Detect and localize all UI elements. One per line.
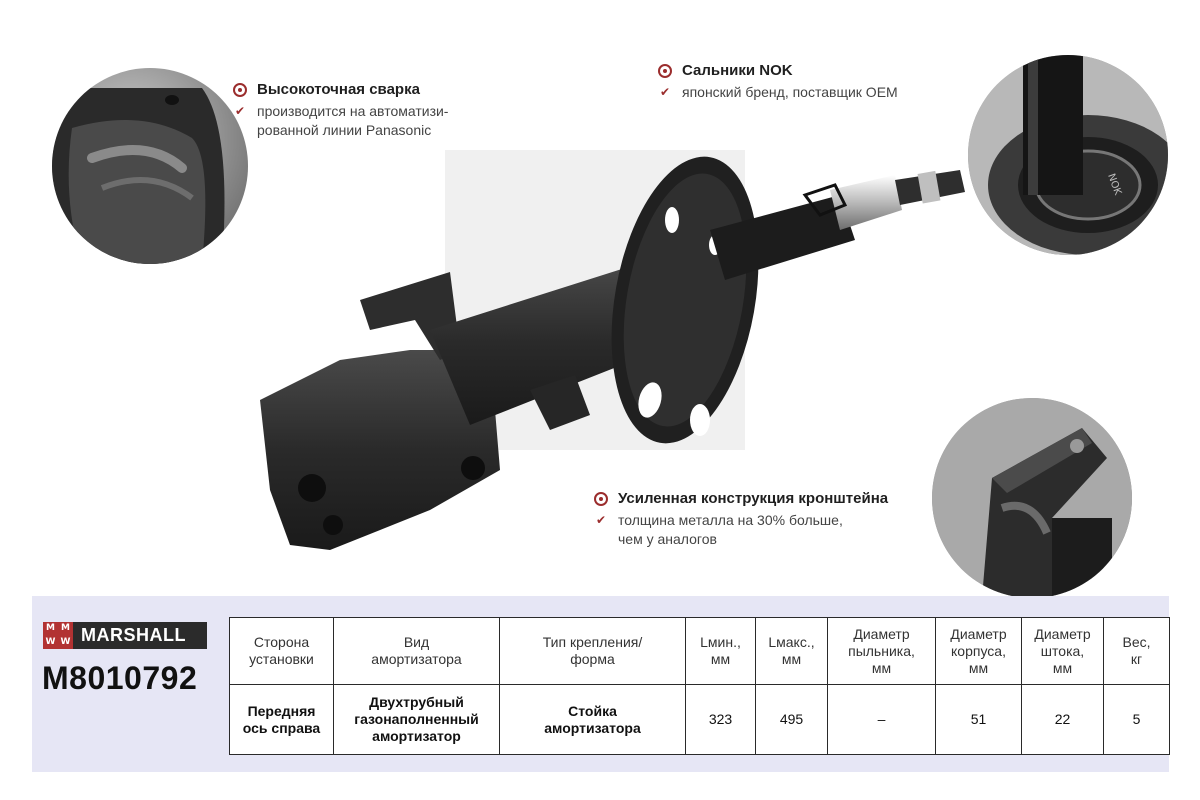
header-cell: Вес, кг <box>1103 616 1170 686</box>
feature-title-row: Усиленная конструкция кронштейна <box>594 489 888 509</box>
header-cell: Сторона установки <box>229 616 334 686</box>
feature-welding: Высокоточная сварка ✔ производится на ав… <box>233 80 448 140</box>
feature-desc-row: ✔ толщина металла на 30% больше, чем у а… <box>594 511 888 549</box>
check-icon: ✔ <box>659 85 671 99</box>
value-cell: 323 <box>685 684 756 755</box>
feature-title: Сальники NOK <box>682 62 793 79</box>
feature-seals: Сальники NOK ✔ японский бренд, поставщик… <box>658 61 898 102</box>
shock-absorber-image <box>260 150 965 550</box>
header-cell: Диаметр корпуса, мм <box>935 616 1022 686</box>
feature-description: производится на автоматизи- рованной лин… <box>257 103 449 138</box>
check-icon: ✔ <box>595 513 607 527</box>
logo-mark-letter: W <box>45 636 56 647</box>
feature-desc-row: ✔ японский бренд, поставщик OEM <box>658 83 898 102</box>
part-number: M8010792 <box>42 660 198 696</box>
bracket-detail-image <box>932 398 1132 598</box>
logo-mark-letter: M <box>46 623 55 634</box>
spec-panel: M M W W MARSHALL M8010792 Сторона устано… <box>32 596 1170 772</box>
value-cell: – <box>827 684 936 755</box>
seal-detail-image: NOK <box>968 55 1168 255</box>
logo-mark-letter: M <box>61 623 70 634</box>
feature-bracket: Усиленная конструкция кронштейна ✔ толщи… <box>594 489 888 549</box>
spec-value-row: Передняя ось справа Двухтрубный газонапо… <box>229 684 1170 755</box>
value-cell: 51 <box>935 684 1022 755</box>
welding-detail-image <box>52 68 248 264</box>
feature-title-row: Сальники NOK <box>658 61 898 81</box>
value-cell: Стойка амортизатора <box>499 684 686 755</box>
header-cell: Диаметр пыльника, мм <box>827 616 936 686</box>
target-icon <box>594 492 608 506</box>
value-cell: 22 <box>1021 684 1104 755</box>
feature-title: Усиленная конструкция кронштейна <box>618 490 889 507</box>
value-cell: 5 <box>1103 684 1170 755</box>
feature-title-row: Высокоточная сварка <box>233 80 448 100</box>
value-cell: Двухтрубный газонаполненный амортизатор <box>333 684 500 755</box>
value-cell: Передняя ось справа <box>229 684 334 755</box>
target-icon <box>658 64 672 78</box>
check-icon: ✔ <box>234 104 246 118</box>
header-cell: Lмакс., мм <box>755 616 828 686</box>
seal-detail-graphic: NOK <box>968 55 1168 255</box>
spec-table: Сторона установки Вид амортизатора Тип к… <box>229 616 1170 755</box>
header-cell: Диаметр штока, мм <box>1021 616 1104 686</box>
feature-description: японский бренд, поставщик OEM <box>682 84 898 100</box>
feature-title: Высокоточная сварка <box>257 81 420 98</box>
spec-header-row: Сторона установки Вид амортизатора Тип к… <box>229 616 1170 686</box>
header-cell: Вид амортизатора <box>333 616 500 686</box>
brand-name: MARSHALL <box>81 625 186 645</box>
feature-description: толщина металла на 30% больше, чем у ана… <box>618 512 843 547</box>
brand-logo: M M W W MARSHALL <box>43 622 207 649</box>
target-icon <box>233 83 247 97</box>
logo-mark-icon: M M W W <box>43 622 73 649</box>
bracket-detail-graphic <box>932 398 1132 598</box>
logo-mark-letter: W <box>60 636 71 647</box>
header-cell: Lмин., мм <box>685 616 756 686</box>
feature-desc-row: ✔ производится на автоматизи- рованной л… <box>233 102 449 140</box>
value-cell: 495 <box>755 684 828 755</box>
welding-detail-graphic <box>52 88 225 264</box>
header-cell: Тип крепления/ форма <box>499 616 686 686</box>
